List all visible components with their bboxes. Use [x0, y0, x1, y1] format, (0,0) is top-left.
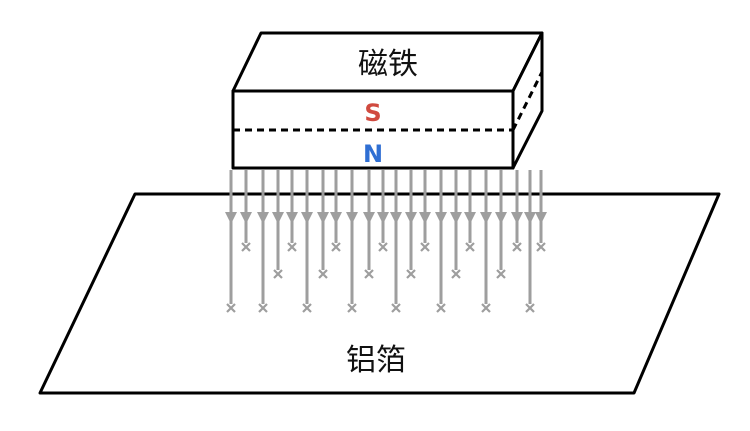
magnet: 磁铁 S N	[231, 31, 544, 170]
down-arrow-icon	[524, 212, 536, 224]
cross-icon	[420, 242, 430, 252]
down-arrow-icon	[286, 212, 298, 224]
down-arrow-icon	[317, 212, 329, 224]
down-arrow-icon	[495, 212, 507, 224]
down-arrow-icon	[480, 212, 492, 224]
cross-icon	[258, 303, 268, 313]
cross-icon	[287, 242, 297, 252]
down-arrow-icon	[240, 212, 252, 224]
cross-icon	[465, 242, 475, 252]
down-arrow-icon	[257, 212, 269, 224]
cross-icon	[318, 269, 328, 279]
north-pole-label: N	[363, 140, 383, 168]
cross-icon	[496, 269, 506, 279]
cross-icon	[347, 303, 357, 313]
cross-icon	[302, 303, 312, 313]
down-arrow-icon	[346, 212, 358, 224]
magnet-label: 磁铁	[358, 47, 418, 82]
down-arrow-icon	[511, 212, 523, 224]
cross-icon	[406, 269, 416, 279]
down-arrow-icon	[301, 212, 313, 224]
cross-icon	[451, 269, 461, 279]
down-arrow-icon	[535, 212, 547, 224]
down-arrow-icon	[363, 212, 375, 224]
cross-icon	[241, 242, 251, 252]
cross-icon	[226, 303, 236, 313]
cross-icon	[391, 303, 401, 313]
down-arrow-icon	[450, 212, 462, 224]
down-arrow-icon	[377, 212, 389, 224]
south-pole-label: S	[364, 99, 381, 127]
pole-divider-side	[511, 71, 544, 131]
down-arrow-icon	[330, 212, 342, 224]
down-arrow-icon	[390, 212, 402, 224]
foil-label: 铝箔	[346, 343, 406, 378]
down-arrow-icon	[272, 212, 284, 224]
cross-icon	[331, 242, 341, 252]
down-arrow-icon	[225, 212, 237, 224]
cross-icon	[525, 303, 535, 313]
down-arrow-icon	[435, 212, 447, 224]
cross-icon	[536, 242, 546, 252]
field-lines	[225, 170, 547, 313]
cross-icon	[436, 303, 446, 313]
cross-icon	[364, 269, 374, 279]
cross-icon	[481, 303, 491, 313]
cross-icon	[273, 269, 283, 279]
down-arrow-icon	[405, 212, 417, 224]
cross-icon	[378, 242, 388, 252]
down-arrow-icon	[419, 212, 431, 224]
aluminum-foil-sheet	[38, 192, 721, 395]
cross-icon	[512, 242, 522, 252]
down-arrow-icon	[464, 212, 476, 224]
